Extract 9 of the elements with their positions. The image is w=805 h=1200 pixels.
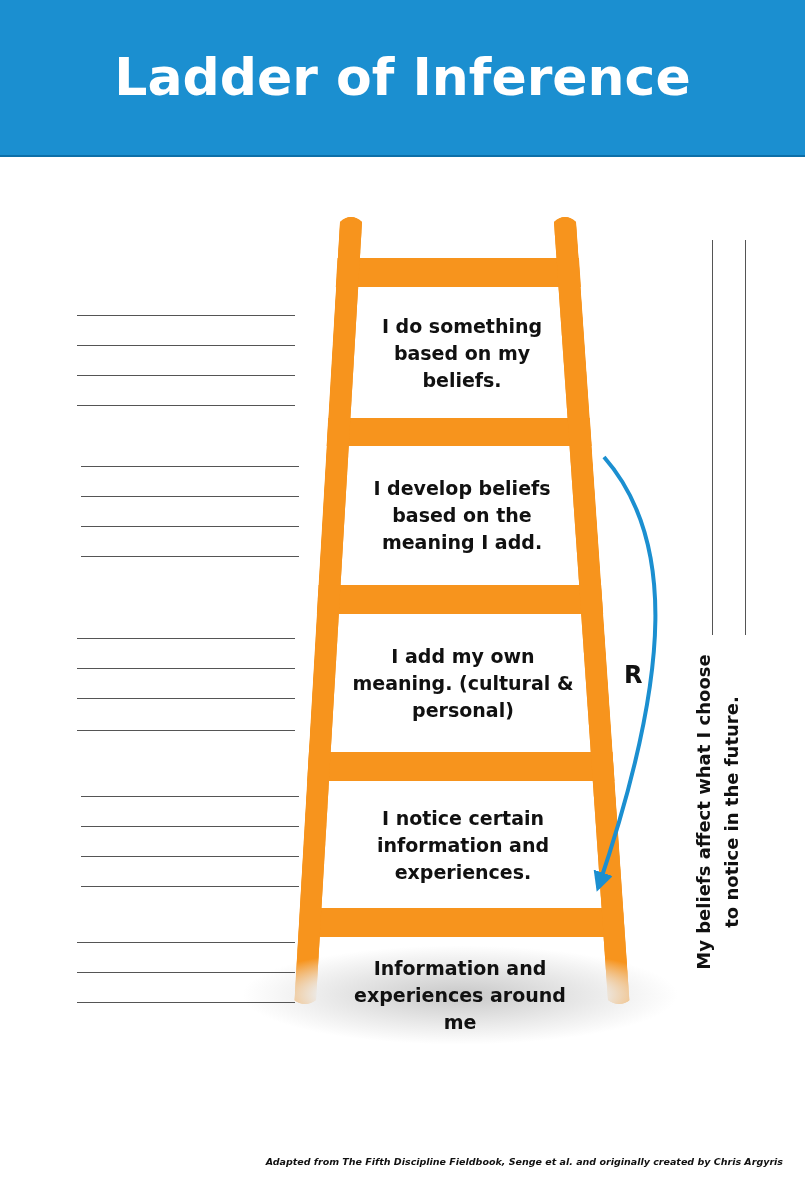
title: Ladder of Inference — [113, 46, 692, 109]
ladder-step: I develop beliefs based on the meaning I add. — [352, 447, 572, 584]
attribution-note: Adapted from The Fifth Discipline Fieldbook, Senge et al. and originally created by Chris Argyris — [265, 1156, 783, 1167]
ladder-step: I notice certain information and experiences. — [332, 782, 594, 908]
arrow — [593, 455, 658, 892]
ladder-step: I do something based on my beliefs. — [364, 288, 560, 418]
ladder-step: I add my own meaning. (cultural & personal) — [342, 615, 584, 752]
ground-label: Information and experiences around me — [353, 955, 567, 1035]
side-note: My beliefs affect what I choose to notice in the future. — [692, 653, 743, 972]
